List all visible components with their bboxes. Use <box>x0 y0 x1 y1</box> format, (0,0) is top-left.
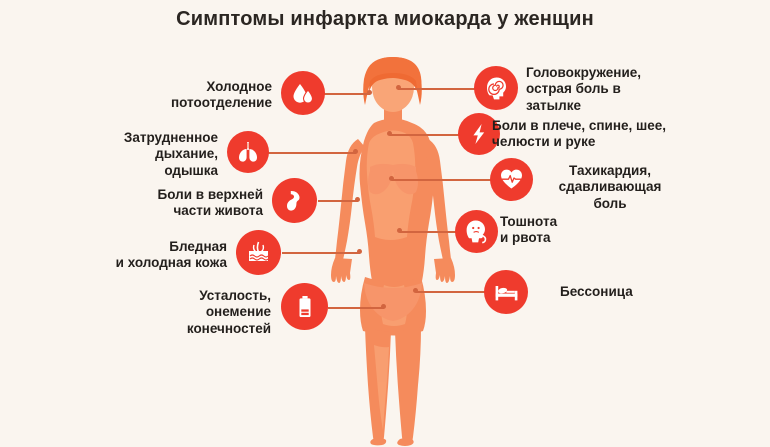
symptom-icon-fatigue-numbness[interactable] <box>281 283 328 330</box>
symptom-icon-upper-abdomen-pain[interactable] <box>272 178 317 223</box>
female-body-figure <box>318 55 468 447</box>
lungs-icon <box>235 139 261 165</box>
connector-dot <box>397 228 402 233</box>
connector-line <box>282 252 360 254</box>
symptom-icon-nausea-vomiting[interactable] <box>455 210 498 253</box>
symptom-label-nausea-vomiting: Тошнота и рвота <box>500 214 558 246</box>
connector-line <box>390 134 460 136</box>
symptom-icon-shortness-of-breath[interactable] <box>227 131 269 173</box>
sweat-drops-icon <box>290 80 316 106</box>
connector-dot <box>396 85 401 90</box>
symptom-label-pale-cold-skin: Бледная и холодная кожа <box>115 239 227 271</box>
connector-dot <box>353 149 358 154</box>
symptom-icon-insomnia[interactable] <box>484 270 528 314</box>
symptom-icon-pale-cold-skin[interactable] <box>236 230 281 275</box>
connector-line <box>398 88 476 90</box>
symptom-label-cold-sweat: Холодное потоотделение <box>170 79 272 111</box>
connector-line <box>328 307 384 309</box>
connector-line <box>400 231 458 233</box>
symptom-label-insomnia: Бессоница <box>560 284 633 299</box>
connector-line <box>392 179 492 181</box>
symptom-icon-cold-sweat[interactable] <box>281 71 325 115</box>
symptom-label-fatigue-numbness: Усталость, онемение конечностей <box>186 288 271 336</box>
connector-line <box>268 152 356 154</box>
connector-dot <box>357 249 362 254</box>
nausea-head-icon <box>463 218 490 245</box>
symptom-icon-tachycardia[interactable] <box>490 158 533 201</box>
connector-dot <box>381 304 386 309</box>
connector-dot <box>367 90 372 95</box>
connector-line <box>318 200 358 202</box>
skin-icon <box>245 239 272 266</box>
connector-dot <box>355 197 360 202</box>
symptom-label-radiating-pain: Боли в плече, спине, шее, челюсти и руке <box>492 118 667 150</box>
symptom-icon-radiating-pain[interactable] <box>458 113 500 155</box>
connector-dot <box>413 288 418 293</box>
symptom-label-dizziness: Головокружение, острая боль в затылке <box>526 65 642 113</box>
bed-icon <box>493 279 520 306</box>
dizzy-head-icon <box>483 75 510 102</box>
symptom-label-upper-abdomen-pain: Боли в верхней части живота <box>157 187 263 219</box>
heart-pulse-icon <box>498 166 525 193</box>
symptom-label-shortness-of-breath: Затрудненное дыхание, одышка <box>123 130 218 178</box>
symptom-label-tachycardia: Тахикардия, сдавливающая боль <box>558 163 662 211</box>
connector-dot <box>389 176 394 181</box>
page-title: Симптомы инфаркта миокарда у женщин <box>176 8 594 30</box>
connector-dot <box>387 131 392 136</box>
symptom-icon-dizziness[interactable] <box>474 66 518 110</box>
connector-line <box>324 93 370 95</box>
stomach-icon <box>282 188 308 214</box>
low-battery-icon <box>292 294 318 320</box>
lightning-bolt-icon <box>467 122 491 146</box>
connector-line <box>416 291 486 293</box>
